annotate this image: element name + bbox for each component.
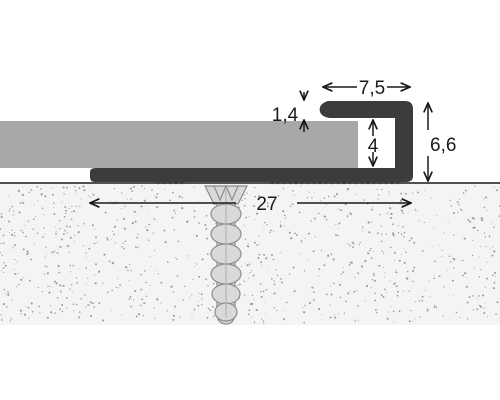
dimension-base-width: 27	[90, 194, 411, 215]
cap-width-label: 7,5	[359, 78, 385, 99]
cap-thickness-label: 1,4	[272, 105, 299, 126]
dimension-inner-height: 4	[368, 120, 379, 166]
inner-height-label: 4	[368, 136, 379, 157]
floor-covering-panel	[0, 121, 358, 168]
profile-serration	[155, 179, 401, 185]
end-profile	[90, 101, 413, 182]
dimension-cap-width: 7,5	[323, 78, 410, 99]
total-height-label: 6,6	[430, 135, 456, 156]
base-width-label: 27	[256, 194, 277, 215]
dimension-cap-thickness: 1,4	[272, 92, 304, 132]
screed-substrate	[0, 182, 500, 325]
dimension-total-height: 6,6	[428, 103, 456, 181]
wall-plug-dowel	[204, 184, 248, 325]
